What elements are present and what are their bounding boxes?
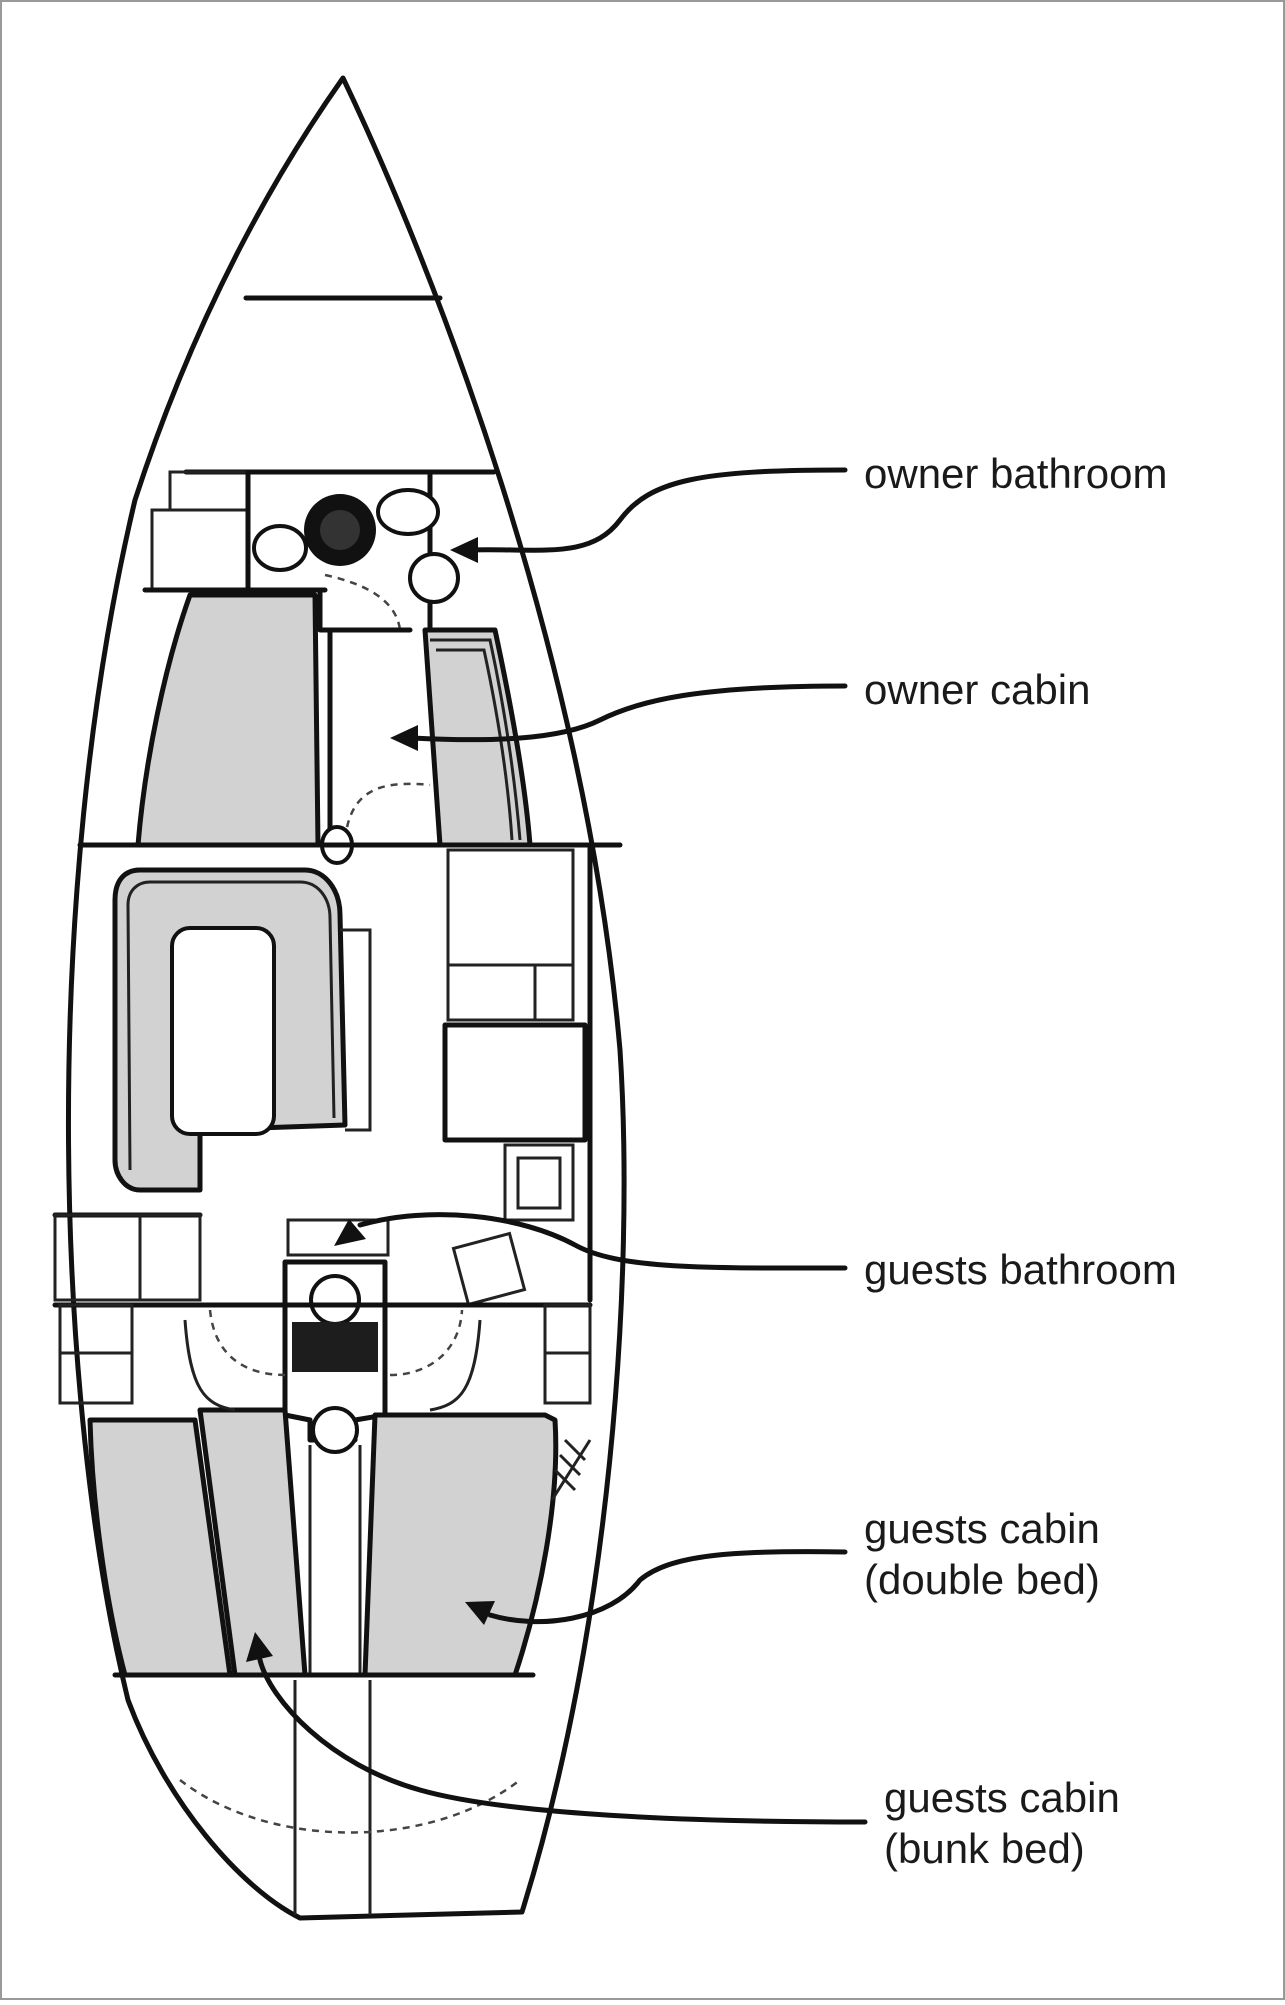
chart-table — [442, 1022, 588, 1143]
label-guests-cabin-bunk-line1: guests cabin — [884, 1774, 1120, 1821]
label-guests-bathroom: guests bathroom — [864, 1246, 1177, 1293]
shower-icon — [408, 552, 460, 604]
owner-bed-cushion — [135, 592, 321, 848]
double-bed-cushion — [362, 1412, 559, 1678]
label-owner-cabin: owner cabin — [864, 666, 1091, 713]
guests-bathroom-area — [52, 1212, 593, 1454]
arrow-guests-cabin-double — [487, 1549, 848, 1625]
label-owner-bathroom: owner bathroom — [864, 450, 1168, 497]
label-guests-cabin-double-line2: (double bed) — [864, 1556, 1100, 1603]
guests-toilet-icon — [309, 1274, 361, 1326]
ladder-marks — [550, 1438, 592, 1501]
aft-cabins-area — [58, 1303, 592, 1678]
stern-area — [179, 1680, 521, 1915]
hull-outline — [65, 75, 627, 1921]
guests-sink-icon — [292, 1322, 378, 1372]
stove-icon — [503, 1143, 575, 1222]
leader-arrows — [246, 467, 868, 1825]
arrow-guests-cabin-bunk — [257, 1657, 868, 1825]
owner-bathroom-area — [150, 469, 460, 635]
saloon-table — [170, 926, 276, 1136]
arrow-owner-bathroom — [467, 467, 848, 553]
arrow-owner-cabin — [409, 683, 848, 743]
sink-icon — [376, 488, 440, 536]
label-guests-cabin-double-line1: guests cabin — [864, 1505, 1100, 1552]
saloon-area — [112, 842, 593, 1303]
arrow-guests-bathroom — [357, 1212, 848, 1271]
label-guests-cabin-bunk-line2: (bunk bed) — [884, 1825, 1085, 1872]
